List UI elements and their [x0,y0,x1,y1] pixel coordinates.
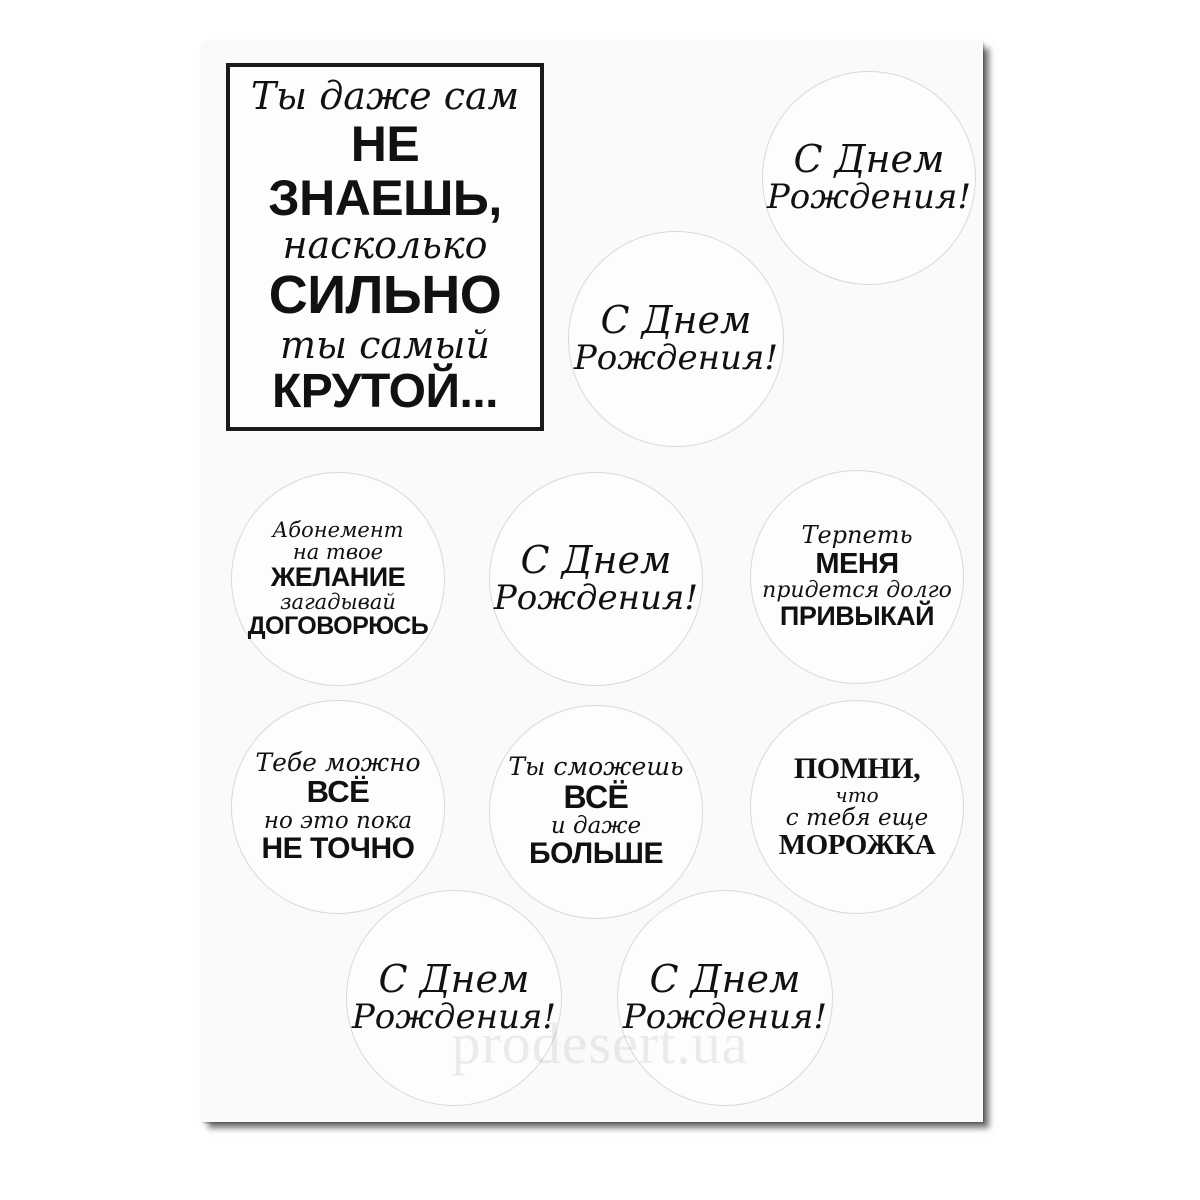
quote-line-3: насколько [282,223,488,268]
birthday-line-1: С Днем [600,298,752,343]
birthday-circle-5: С Днем Рождения! [617,890,833,1106]
quote-line-1: Ты даже сам [250,74,520,119]
quote-box: Ты даже сам НЕ ЗНАЕШЬ, насколько СИЛЬНО … [226,63,544,431]
smozhesh-line-2: ВСЁ [563,778,629,815]
quote-line-6: КРУТОЙ... [271,364,499,418]
tebe-line-1: Тебе можно [255,747,421,777]
tebe-line-4: НЕ ТОЧНО [261,831,415,865]
birthday-circle-1: С Днем Рождения! [762,71,976,285]
terpet-line-2: МЕНЯ [815,547,899,580]
birthday-line-1: С Днем [793,137,945,182]
abonement-circle: Абонемент на твое ЖЕЛАНИЕ загадывай ДОГО… [231,472,445,686]
terpet-line-3: придется долго [762,578,952,604]
birthday-line-2: Рождения! [622,997,828,1038]
birthday-line-1: С Днем [520,538,672,583]
birthday-line-1: С Днем [649,957,801,1002]
tebe-circle: Тебе можно ВСЁ но это пока НЕ ТОЧНО [231,700,445,914]
tebe-line-2: ВСЁ [306,774,370,810]
abonement-line-5: ДОГОВОРЮСЬ [247,612,429,641]
abonement-line-2: на твое [292,539,384,564]
abonement-line-1: Абонемент [272,517,404,542]
smozhesh-circle: Ты сможешь ВСЁ и даже БОЛЬШЕ [489,705,703,919]
terpet-line-4: ПРИВЫКАЙ [779,601,935,632]
quote-line-5: ты самый [280,322,490,367]
pomni-line-4: МОРОЖКА [778,829,936,862]
smozhesh-line-1: Ты сможешь [508,752,684,782]
abonement-line-3: ЖЕЛАНИЕ [270,561,406,592]
terpet-circle: Терпеть МЕНЯ придется долго ПРИВЫКАЙ [750,470,964,684]
pomni-line-1: ПОМНИ, [793,752,921,786]
quote-line-2: НЕ ЗНАЕШЬ, [268,116,502,227]
birthday-circle-4: С Днем Рождения! [346,890,562,1106]
tebe-line-3: но это пока [263,807,413,834]
birthday-circle-2: С Днем Рождения! [568,231,784,447]
smozhesh-line-4: БОЛЬШЕ [529,837,663,871]
pomni-line-3: с тебя еще [785,804,929,831]
smozhesh-line-3: и даже [550,813,642,840]
watermark: prodesert.ua [451,1011,749,1076]
quote-line-4: СИЛЬНО [268,265,502,326]
birthday-line-2: Рождения! [493,578,699,619]
birthday-line-1: С Днем [378,957,530,1002]
pomni-line-2: что [835,782,879,807]
terpet-line-1: Терпеть [801,521,913,550]
birthday-circle-3: С Днем Рождения! [489,472,703,686]
birthday-line-2: Рождения! [573,338,779,379]
birthday-line-2: Рождения! [766,177,972,218]
abonement-line-4: загадывай [280,590,396,615]
pomni-circle: ПОМНИ, что с тебя еще МОРОЖКА [750,700,964,914]
birthday-line-2: Рождения! [351,997,557,1038]
